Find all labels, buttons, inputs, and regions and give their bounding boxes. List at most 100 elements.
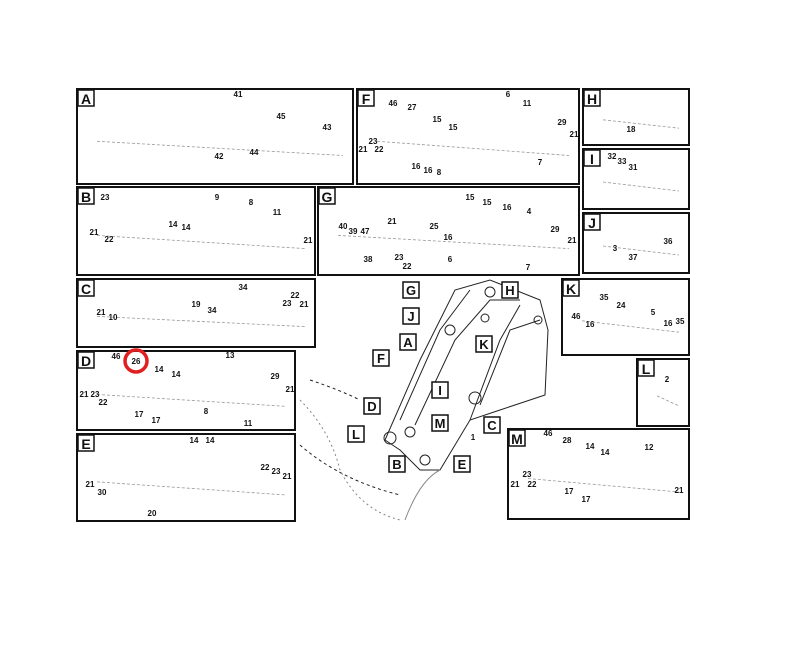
part-callout[interactable]: 27 (408, 103, 417, 112)
part-callout[interactable]: 21 (359, 145, 368, 154)
part-callout[interactable]: 17 (582, 495, 591, 504)
part-callout[interactable]: 15 (433, 115, 442, 124)
part-callout[interactable]: 14 (169, 220, 178, 229)
part-callout[interactable]: 32 (608, 152, 617, 161)
overview-marker-a[interactable]: A (399, 333, 417, 351)
part-callout[interactable]: 15 (466, 193, 475, 202)
part-callout[interactable]: 40 (339, 222, 348, 231)
part-callout[interactable]: 34 (208, 306, 217, 315)
part-callout[interactable]: 8 (204, 407, 209, 416)
main-part-callout[interactable]: 1 (471, 433, 476, 442)
overview-marker-f[interactable]: F (372, 349, 390, 367)
part-callout[interactable]: 6 (506, 90, 511, 99)
part-callout[interactable]: 4 (527, 207, 532, 216)
part-callout[interactable]: 14 (172, 370, 181, 379)
part-callout[interactable]: 17 (135, 410, 144, 419)
overview-marker-b[interactable]: B (388, 455, 406, 473)
part-callout[interactable]: 23 (283, 299, 292, 308)
part-callout[interactable]: 21 (511, 480, 520, 489)
part-callout[interactable]: 45 (277, 112, 286, 121)
part-callout[interactable]: 22 (375, 145, 384, 154)
part-callout[interactable]: 44 (250, 148, 259, 157)
part-callout[interactable]: 21 (80, 390, 89, 399)
overview-marker-j[interactable]: J (402, 307, 420, 325)
part-callout[interactable]: 14 (182, 223, 191, 232)
part-callout[interactable]: 29 (551, 225, 560, 234)
part-callout[interactable]: 41 (234, 90, 243, 99)
part-callout[interactable]: 6 (448, 255, 453, 264)
part-callout[interactable]: 19 (192, 300, 201, 309)
part-callout[interactable]: 47 (361, 227, 370, 236)
part-callout[interactable]: 39 (349, 227, 358, 236)
part-callout[interactable]: 42 (215, 152, 224, 161)
part-callout[interactable]: 14 (190, 436, 199, 445)
part-callout[interactable]: 29 (558, 118, 567, 127)
part-callout[interactable]: 21 (304, 236, 313, 245)
part-callout[interactable]: 21 (283, 472, 292, 481)
part-callout[interactable]: 46 (112, 352, 121, 361)
part-callout[interactable]: 5 (651, 308, 656, 317)
part-callout[interactable]: 21 (286, 385, 295, 394)
part-callout[interactable]: 21 (97, 308, 106, 317)
part-callout[interactable]: 37 (629, 253, 638, 262)
part-callout[interactable]: 21 (675, 486, 684, 495)
overview-marker-d[interactable]: D (363, 397, 381, 415)
part-callout[interactable]: 2 (665, 375, 670, 384)
part-callout[interactable]: 22 (291, 291, 300, 300)
part-callout[interactable]: 34 (239, 283, 248, 292)
part-callout[interactable]: 46 (389, 99, 398, 108)
part-callout[interactable]: 21 (568, 236, 577, 245)
part-callout[interactable]: 35 (676, 317, 685, 326)
part-callout[interactable]: 21 (388, 217, 397, 226)
part-callout[interactable]: 13 (226, 351, 235, 360)
part-callout[interactable]: 22 (528, 480, 537, 489)
part-callout[interactable]: 16 (503, 203, 512, 212)
overview-marker-e[interactable]: E (453, 455, 471, 473)
part-callout[interactable]: 21 (90, 228, 99, 237)
part-callout[interactable]: 22 (403, 262, 412, 271)
part-callout[interactable]: 21 (570, 130, 579, 139)
part-callout[interactable]: 46 (544, 429, 553, 438)
part-callout[interactable]: 35 (600, 293, 609, 302)
part-callout[interactable]: 16 (412, 162, 421, 171)
part-callout[interactable]: 29 (271, 372, 280, 381)
overview-marker-l[interactable]: L (347, 425, 365, 443)
part-callout[interactable]: 16 (424, 166, 433, 175)
part-callout[interactable]: 28 (563, 436, 572, 445)
highlighted-part-number[interactable]: 26 (132, 357, 141, 366)
overview-marker-i[interactable]: I (431, 381, 449, 399)
part-callout[interactable]: 14 (601, 448, 610, 457)
overview-marker-k[interactable]: K (475, 335, 493, 353)
overview-marker-m[interactable]: M (431, 414, 449, 432)
part-callout[interactable]: 23 (395, 253, 404, 262)
part-callout[interactable]: 16 (664, 319, 673, 328)
overview-marker-g[interactable]: G (402, 281, 420, 299)
part-callout[interactable]: 11 (523, 99, 532, 108)
part-callout[interactable]: 22 (261, 463, 270, 472)
part-callout[interactable]: 17 (152, 416, 161, 425)
part-callout[interactable]: 15 (449, 123, 458, 132)
part-callout[interactable]: 22 (105, 235, 114, 244)
part-callout[interactable]: 21 (300, 300, 309, 309)
part-callout[interactable]: 18 (627, 125, 636, 134)
overview-marker-c[interactable]: C (483, 416, 501, 434)
part-callout[interactable]: 30 (98, 488, 107, 497)
part-callout[interactable]: 24 (617, 301, 626, 310)
part-callout[interactable]: 23 (272, 467, 281, 476)
part-callout[interactable]: 38 (364, 255, 373, 264)
part-callout[interactable]: 21 (86, 480, 95, 489)
part-callout[interactable]: 23 (523, 470, 532, 479)
part-callout[interactable]: 9 (215, 193, 220, 202)
part-callout[interactable]: 22 (99, 398, 108, 407)
part-callout[interactable]: 14 (586, 442, 595, 451)
part-callout[interactable]: 11 (244, 419, 253, 428)
part-callout[interactable]: 14 (155, 365, 164, 374)
overview-marker-h[interactable]: H (501, 281, 519, 299)
part-callout[interactable]: 3 (613, 244, 618, 253)
part-callout[interactable]: 23 (91, 390, 100, 399)
part-callout[interactable]: 20 (148, 509, 157, 518)
part-callout[interactable]: 17 (565, 487, 574, 496)
part-callout[interactable]: 11 (273, 208, 282, 217)
part-callout[interactable]: 8 (249, 198, 254, 207)
part-callout[interactable]: 8 (437, 168, 442, 177)
